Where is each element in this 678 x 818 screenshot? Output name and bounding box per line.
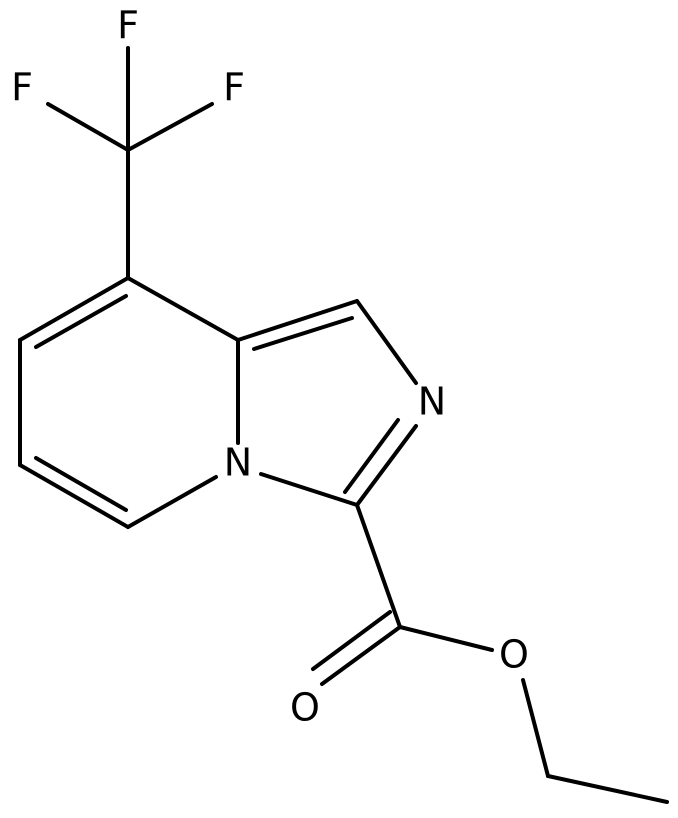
fluorine-right-label: F (223, 66, 245, 110)
bond-c3-n4 (259, 472, 359, 507)
bond-c8a-c1 (236, 299, 359, 342)
bonds (18, 46, 669, 804)
bond-n2-c3-double (343, 418, 400, 494)
ring-nitrogen-label: N (224, 441, 252, 485)
bond-carbonyl-o (320, 625, 402, 686)
bond-ch2-ch3 (546, 774, 669, 804)
bond-c8a-c8 (126, 276, 240, 342)
bond-ccarbonyl-oester (398, 625, 494, 652)
bond-c1-n2 (355, 299, 418, 385)
bond-c5-n4 (126, 475, 218, 529)
bond-c3-ccarbonyl (355, 503, 402, 629)
carbonyl-oxygen-label: O (290, 686, 320, 730)
bond-c6-c5-double (34, 456, 128, 512)
imidazole-nitrogen-label: N (418, 380, 446, 424)
bond-c8-c7 (18, 276, 130, 342)
bond-c6-c5 (18, 463, 130, 529)
atom-labels: F F F N N O O (11, 4, 529, 730)
bond-n2-c3 (355, 424, 418, 507)
fluorine-top-label: F (117, 4, 139, 48)
fluorine-left-label: F (11, 66, 33, 110)
bond-c-f-left (46, 102, 130, 152)
bond-c-f-right (126, 102, 214, 152)
bond-oester-ch2 (521, 678, 550, 778)
bond-c8-c7-double (34, 294, 128, 349)
ester-oxygen-label: O (499, 633, 529, 677)
bond-carbonyl-o-double (311, 610, 392, 671)
bond-c8a-c1-double (252, 316, 354, 351)
